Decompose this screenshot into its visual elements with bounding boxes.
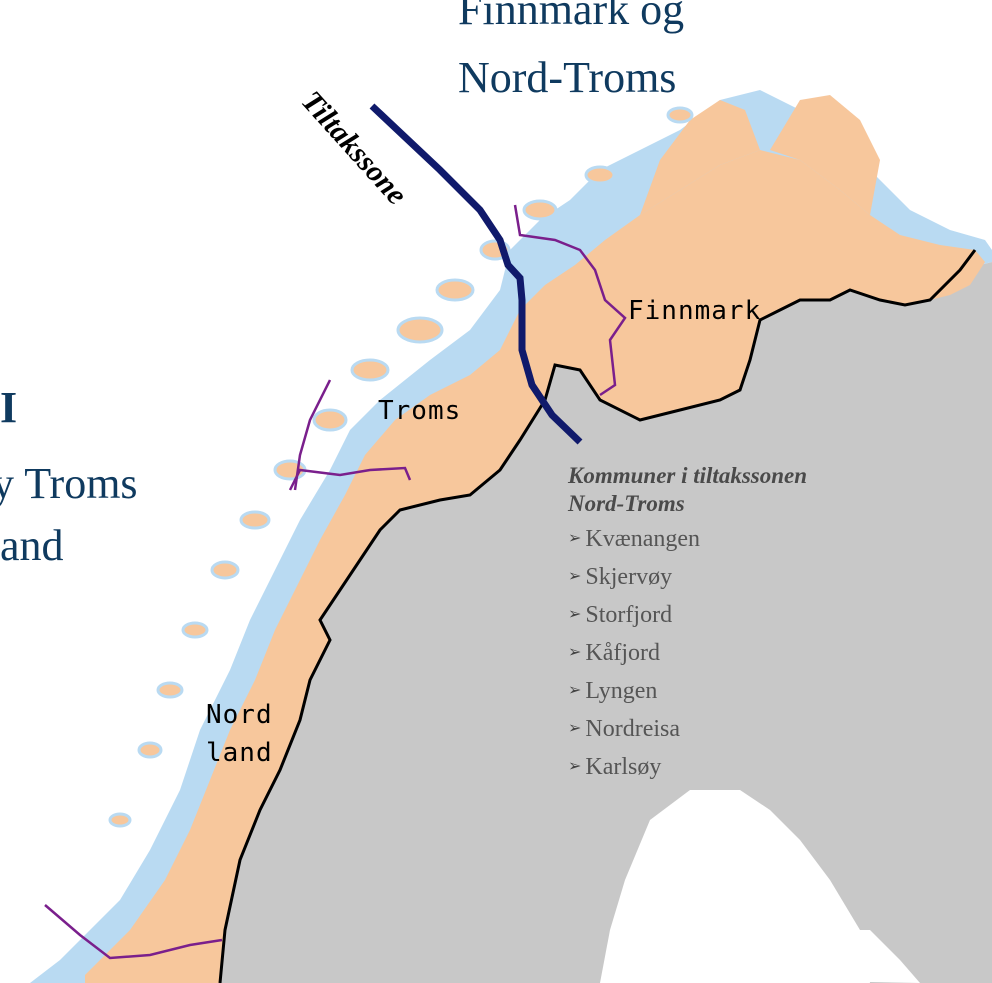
bullet-arrow-icon: ➢ (568, 568, 582, 585)
list-item: ➢Storfjord (568, 596, 978, 634)
norway-land (85, 150, 975, 983)
list-item-label: Kåfjord (585, 640, 661, 666)
list-heading-line-1: Kommuner i tiltakssonen (568, 463, 808, 488)
list-item-label: Nordreisa (585, 716, 681, 742)
partial-line-1: y Troms (0, 459, 138, 508)
list-item-label: Lyngen (585, 678, 658, 704)
list-item: ➢Nordreisa (568, 710, 978, 748)
partial-heading: I (0, 383, 18, 432)
list-item: ➢Karlsøy (568, 748, 978, 786)
partial-line-2: and (0, 521, 64, 570)
bullet-arrow-icon: ➢ (568, 720, 582, 737)
region-label-nordland-2: land (206, 738, 273, 768)
region-label-troms: Troms (378, 396, 462, 426)
zone-boundary-line (369, 103, 583, 445)
title-line-1: Finnmark og (458, 0, 685, 34)
bullet-arrow-icon: ➢ (568, 530, 582, 547)
list-item: ➢Lyngen (568, 672, 978, 710)
list-item-label: Karlsøy (585, 754, 662, 780)
region-label-finnmark: Finnmark (628, 296, 762, 326)
bullet-arrow-icon: ➢ (568, 644, 582, 661)
bullet-arrow-icon: ➢ (568, 606, 582, 623)
list-item: ➢Kåfjord (568, 634, 978, 672)
lake-shape-small (770, 930, 920, 983)
finnmark-peninsula (640, 100, 760, 215)
list-item-label: Kvænangen (585, 526, 701, 552)
coastal-islands (108, 106, 694, 828)
lake-shape (600, 790, 870, 983)
list-item: ➢Kvænangen (568, 520, 978, 558)
list-item-label: Storfjord (585, 602, 673, 628)
county-borders (44, 204, 627, 960)
list-heading-line-2: Nord-Troms (568, 491, 685, 516)
list-item: ➢Skjervøy (568, 558, 978, 596)
national-border (218, 249, 977, 983)
finnmark-peninsula-east (770, 95, 880, 215)
title-line-2: Nord-Troms (458, 53, 677, 102)
bullet-arrow-icon: ➢ (568, 758, 582, 775)
region-label-nordland-1: Nord (206, 700, 273, 730)
municipality-list: ➢Kvænangen ➢Skjervøy ➢Storfjord ➢Kåfjord… (568, 520, 978, 786)
list-item-label: Skjervøy (585, 564, 673, 590)
municipality-list-panel: Kommuner i tiltakssonen Nord-Troms ➢Kvæn… (568, 462, 978, 786)
bullet-arrow-icon: ➢ (568, 682, 582, 699)
neighbor-land (220, 262, 992, 983)
